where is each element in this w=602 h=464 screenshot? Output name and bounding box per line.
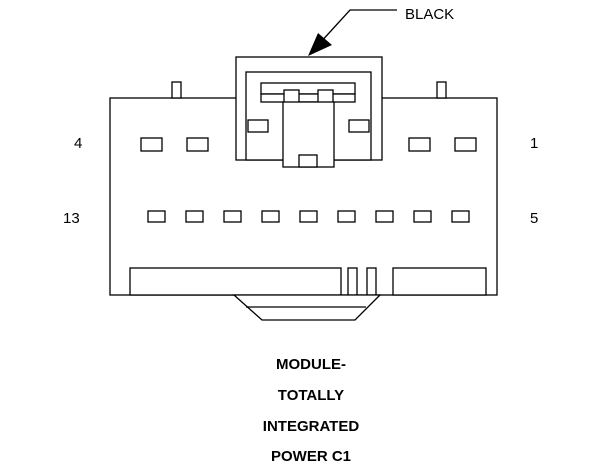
cavity-7 (375, 210, 394, 223)
cavity-10 (261, 210, 280, 223)
cavity-4 (140, 137, 163, 152)
latch-top-bar (260, 82, 356, 95)
bottom-right-rail (392, 267, 487, 296)
title-line-3: INTEGRATED (263, 418, 360, 435)
latch-side-left (247, 119, 269, 133)
cavity-6 (413, 210, 432, 223)
cavity-5 (451, 210, 470, 223)
connector-title: MODULE- TOTALLY INTEGRATED POWER C1 (263, 356, 360, 464)
latch-side-right (348, 119, 370, 133)
title-line-4: POWER C1 (271, 448, 351, 464)
bottom-left-rail (129, 267, 342, 296)
left-top-tab (171, 81, 182, 99)
connector-body (109, 56, 498, 321)
title-line-2: TOTALLY (278, 387, 344, 404)
right-top-tab (436, 81, 447, 99)
cavity-12 (185, 210, 204, 223)
cavity-2 (408, 137, 431, 152)
top-row-cavities (140, 137, 477, 152)
cavity-3 (186, 137, 209, 152)
cavity-9 (299, 210, 318, 223)
latch-tongue-tab (298, 154, 318, 168)
pin-label-top-left: 4 (74, 135, 82, 152)
cavity-1 (454, 137, 477, 152)
callout-leader-line (318, 9, 397, 45)
color-callout: BLACK (308, 6, 454, 56)
bottom-key-slot-2 (366, 267, 377, 296)
pin-label-bottom-left: 13 (63, 210, 80, 227)
callout-label: BLACK (405, 6, 454, 23)
cavity-11 (223, 210, 242, 223)
bottom-key-slot-1 (347, 267, 358, 296)
latch-second-bar (260, 93, 356, 103)
pin-label-top-right: 1 (530, 135, 538, 152)
bottom-row-cavities (147, 210, 470, 223)
cavity-13 (147, 210, 166, 223)
title-line-1: MODULE- (276, 356, 346, 373)
pin-label-bottom-right: 5 (530, 210, 538, 227)
cavity-8 (337, 210, 356, 223)
callout-arrowhead (308, 33, 332, 56)
